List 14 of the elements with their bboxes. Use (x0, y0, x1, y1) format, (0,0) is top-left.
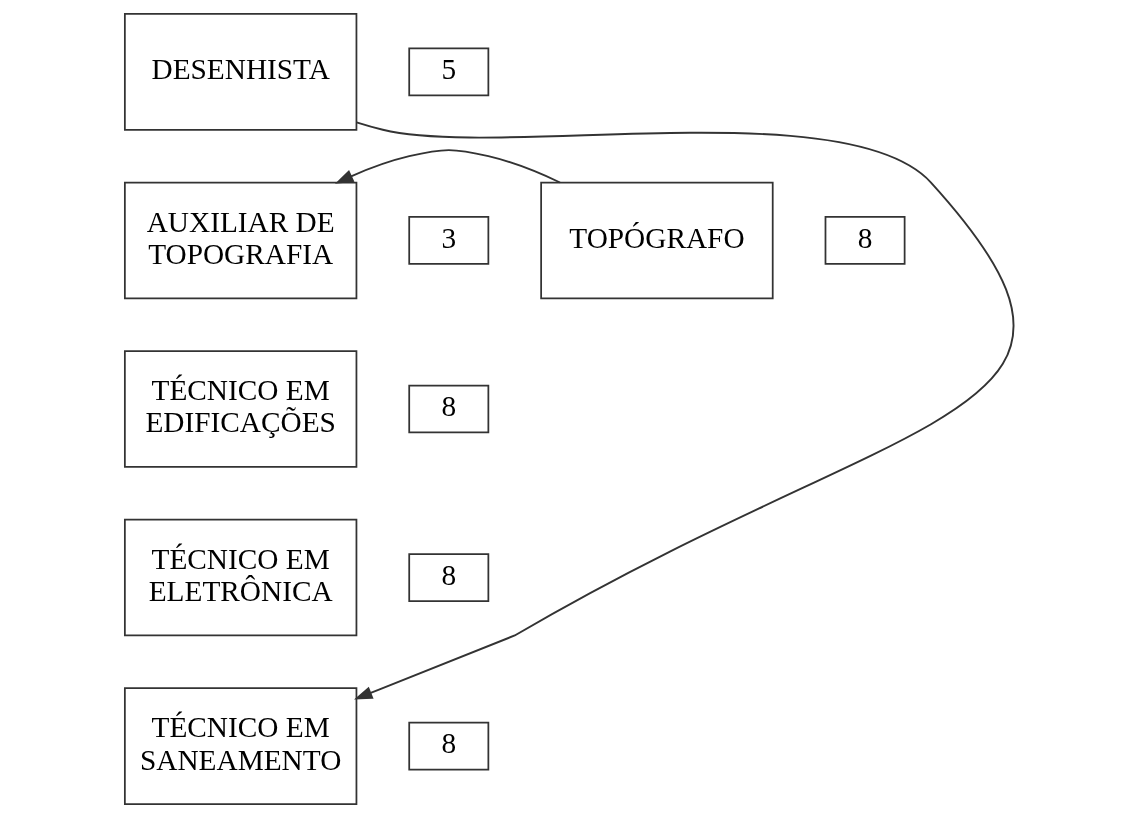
node-box: AUXILIAR DE TOPOGRAFIA (124, 181, 358, 300)
node-box: 3 (408, 216, 490, 265)
arrow (334, 149, 561, 184)
node-box: DESENHISTA (124, 13, 358, 131)
node-box: 8 (408, 384, 490, 434)
node-box: 8 (408, 721, 490, 771)
node-box: TÉCNICO EM EDIFICAÇÕES (124, 350, 358, 468)
node-box: TOPÓGRAFO (540, 181, 774, 300)
node-box: 8 (824, 216, 906, 265)
node-box: TÉCNICO EM ELETRÔNICA (124, 518, 358, 637)
node-box: 5 (408, 47, 490, 97)
node-box: 8 (408, 553, 490, 602)
arrow (354, 121, 1015, 700)
node-box: TÉCNICO EM SANEAMENTO (124, 687, 358, 805)
